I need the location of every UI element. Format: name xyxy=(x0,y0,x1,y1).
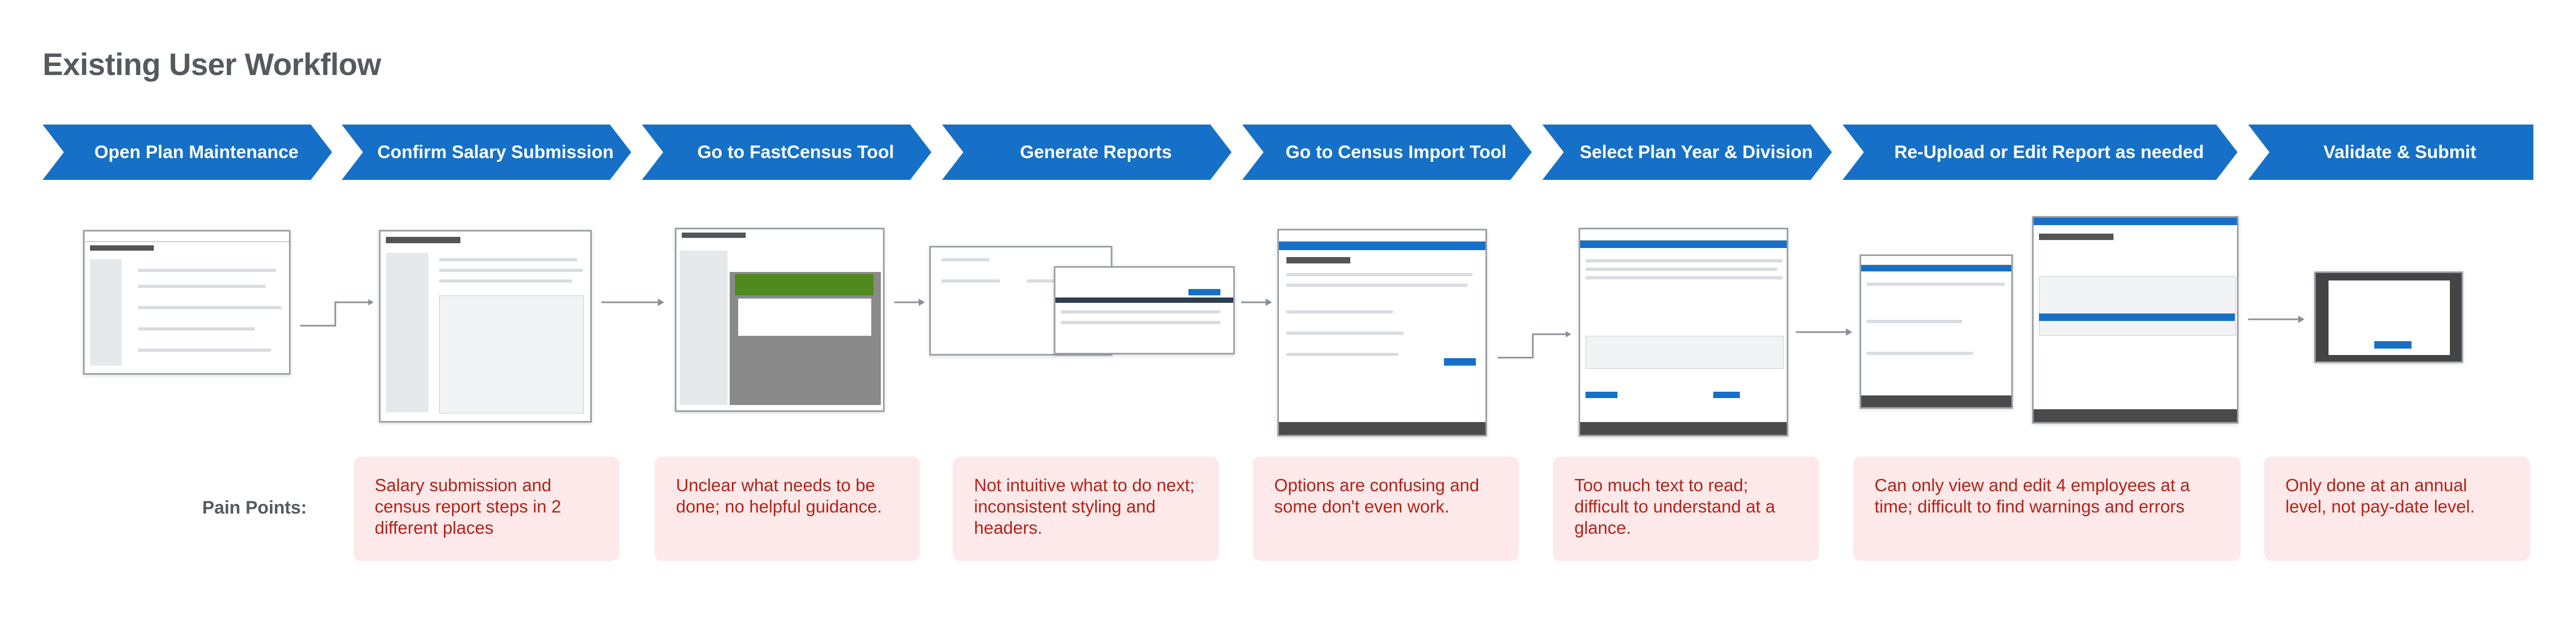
pain-point-5: Too much text to read; difficult to unde… xyxy=(1553,457,1819,561)
thumbnail-reupload xyxy=(1860,254,2013,409)
pain-point-4: Options are confusing and some don't eve… xyxy=(1253,457,1519,561)
flow-arrow xyxy=(1498,331,1571,359)
flow-arrow xyxy=(2248,316,2305,323)
thumbnail-plan-maintenance xyxy=(83,230,291,375)
pain-point-6: Can only view and edit 4 employees at a … xyxy=(1853,457,2241,561)
thumbnail-census-import xyxy=(1277,229,1487,436)
step-generate-reports: Generate Reports xyxy=(942,125,1232,180)
thumbnail-edit-report xyxy=(2032,216,2239,424)
pain-point-3: Not intuitive what to do next; inconsist… xyxy=(953,457,1219,561)
pain-point-7: Only done at an annual level, not pay-da… xyxy=(2264,457,2530,561)
thumbnail-report-dialog xyxy=(1054,266,1235,354)
flow-arrow xyxy=(300,299,374,327)
flow-arrow xyxy=(1241,299,1272,306)
step-go-to-fastcensus: Go to FastCensus Tool xyxy=(642,125,931,180)
step-go-to-census-import: Go to Census Import Tool xyxy=(1242,125,1532,180)
thumbnail-select-plan-year xyxy=(1579,228,1788,436)
pain-point-2: Unclear what needs to be done; no helpfu… xyxy=(655,457,920,561)
step-select-plan-year: Select Plan Year & Division xyxy=(1542,125,1832,180)
flow-arrow xyxy=(1796,328,1852,336)
step-open-plan-maintenance: Open Plan Maintenance xyxy=(43,125,332,180)
step-confirm-salary-submission: Confirm Salary Submission xyxy=(342,125,631,180)
flow-arrow xyxy=(601,299,664,306)
step-reupload-or-edit: Re-Upload or Edit Report as needed xyxy=(1843,125,2238,180)
pain-points-label: Pain Points: xyxy=(202,498,307,518)
flow-arrow xyxy=(894,299,925,306)
pain-point-1: Salary submission and census report step… xyxy=(353,457,620,561)
thumbnail-salary-submission xyxy=(379,230,592,423)
page-title: Existing User Workflow xyxy=(43,47,381,82)
step-validate-submit: Validate & Submit xyxy=(2248,125,2533,180)
thumbnail-validate xyxy=(2314,271,2463,363)
thumbnail-fastcensus xyxy=(675,228,885,412)
